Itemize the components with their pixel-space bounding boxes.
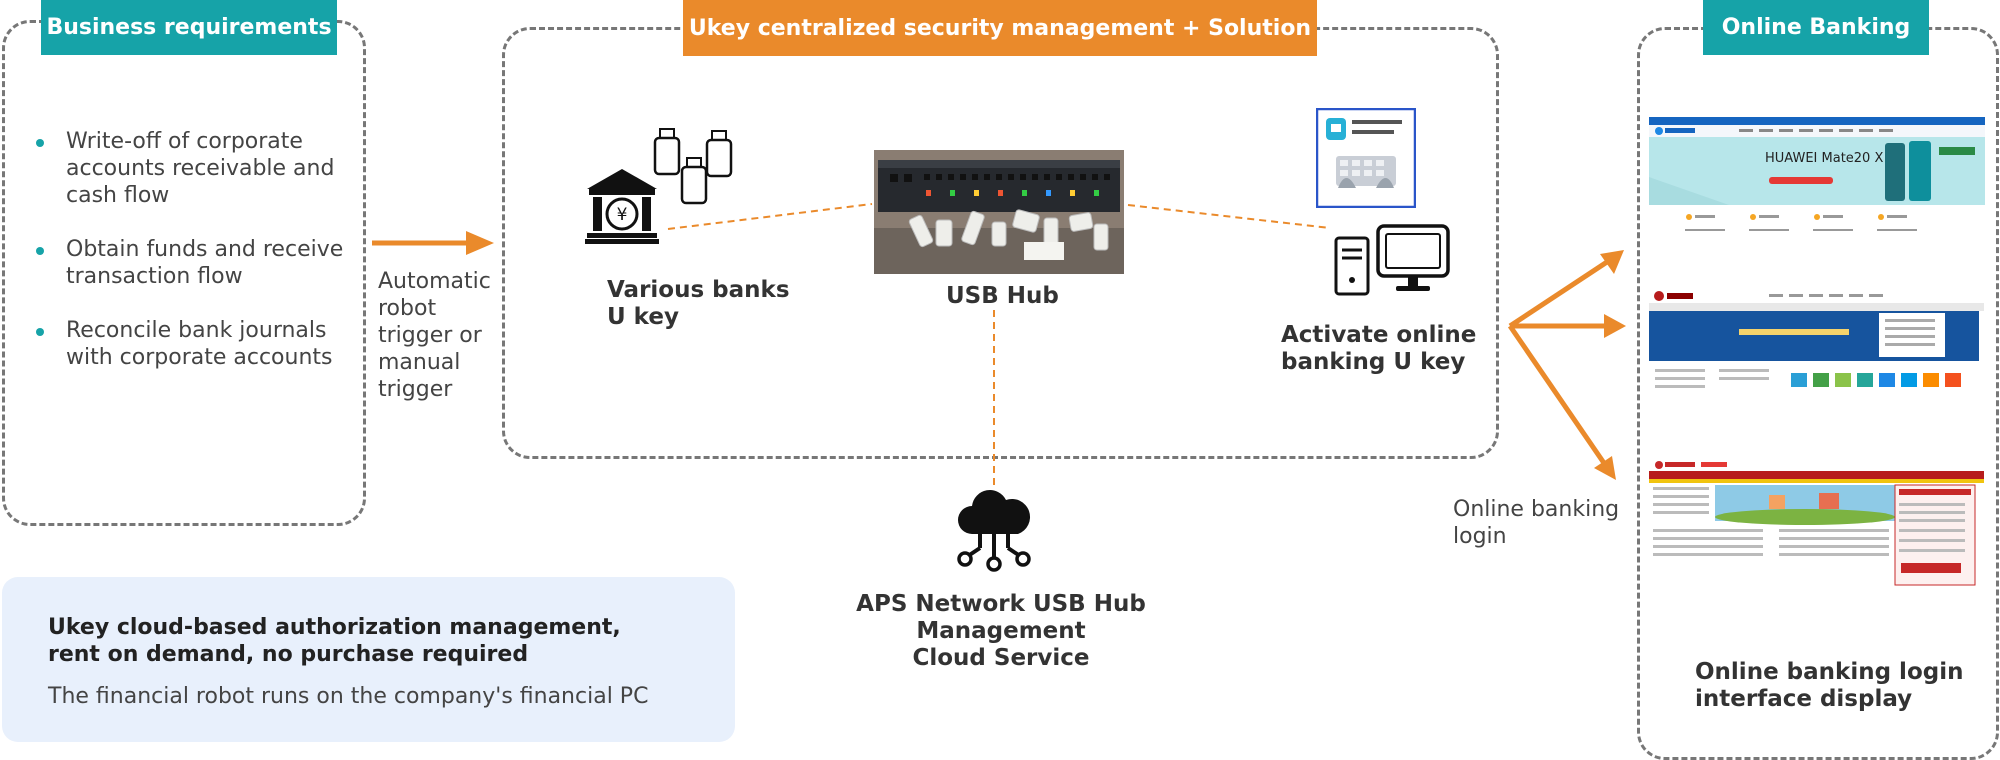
usb-key-icon — [705, 130, 733, 178]
computer-icon — [1334, 224, 1450, 296]
bank-screenshot-3 — [1649, 459, 1984, 587]
business-requirements-title: Business requirements — [41, 0, 337, 55]
bank-screenshot-3-art — [1649, 459, 1984, 586]
banks-ukey-label: Various banks U key — [607, 277, 790, 330]
online-display-label: Online banking login interface display — [1695, 659, 1964, 712]
list-item: Write-off of corporate accounts receivab… — [36, 128, 356, 209]
info-title: Ukey cloud-based authorization managemen… — [48, 615, 621, 667]
info-box — [2, 577, 735, 742]
cloud-service-label: APS Network USB Hub Management Cloud Ser… — [856, 591, 1146, 671]
requirements-list: Write-off of corporate accounts receivab… — [36, 128, 356, 398]
usb-key-icon — [680, 157, 708, 205]
cloud-network-icon — [957, 490, 1031, 572]
solution-title: Ukey centralized security management + S… — [683, 0, 1317, 56]
usb-hub-label: USB Hub — [946, 283, 1059, 309]
bank-icon: ¥ — [585, 169, 659, 244]
bullet-icon — [36, 247, 44, 255]
robot-app-icon — [1316, 108, 1416, 208]
bank-screenshot-1-art — [1649, 117, 1985, 242]
online-login-label: Online banking login — [1453, 497, 1620, 549]
trigger-label: Automatic robot trigger or manual trigge… — [378, 269, 491, 402]
bullet-icon — [36, 328, 44, 336]
usb-key-icon — [653, 128, 681, 176]
login-arrows-icon — [1507, 250, 1626, 480]
bank-screenshot-2 — [1649, 289, 1984, 414]
list-item: Reconcile bank journals with corporate a… — [36, 317, 356, 371]
bank-screenshot-2-art — [1649, 289, 1984, 414]
bank-screenshot-1: HUAWEI Mate20 X — [1649, 117, 1985, 242]
online-banking-title: Online Banking — [1703, 0, 1929, 55]
list-item: Obtain funds and receive transaction flo… — [36, 236, 356, 290]
screenshot-banner-text: HUAWEI Mate20 X — [1765, 151, 1884, 166]
activate-ukey-label: Activate online banking U key — [1281, 322, 1477, 375]
trigger-arrow-icon — [372, 231, 494, 255]
info-description: The financial robot runs on the company'… — [48, 684, 649, 709]
bullet-icon — [36, 139, 44, 147]
svg-text:¥: ¥ — [617, 205, 628, 225]
usb-hub-photo — [874, 150, 1124, 274]
